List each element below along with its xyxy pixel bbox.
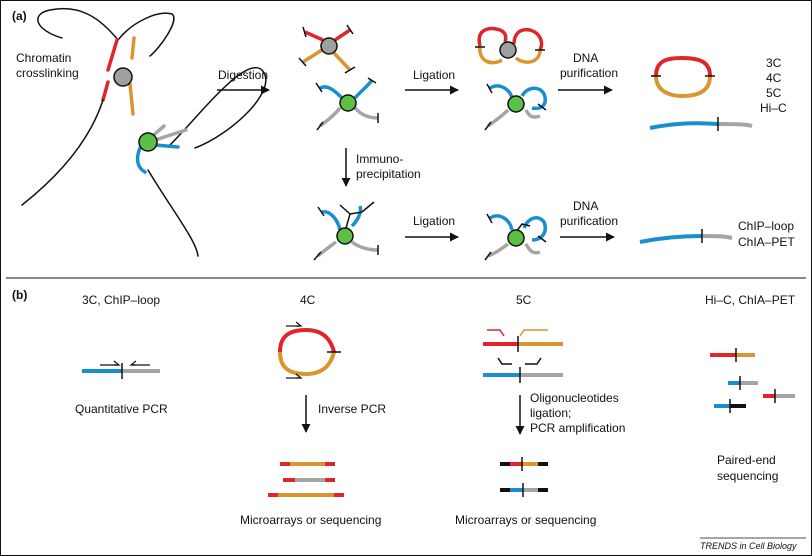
digested-green-complex <box>315 77 379 131</box>
immunoprecipitation-label-1: Immuno- <box>356 152 403 166</box>
dna-purification-bottom-label-1: DNA <box>573 199 598 213</box>
red-fragment-left <box>106 38 119 72</box>
col4-caption-1: Paired-end <box>717 453 776 467</box>
col2-caption: Microarrays or sequencing <box>240 513 381 527</box>
purified-circle <box>651 55 715 99</box>
digested-gray-node <box>320 37 338 55</box>
digested-gray-complex <box>298 24 356 74</box>
dna-purification-top-label-2: purification <box>560 66 618 80</box>
ligated-gray-complex <box>475 26 545 65</box>
digestion-label: Digestion <box>218 68 268 82</box>
ligation-bottom-label: Ligation <box>413 214 455 228</box>
5c-products <box>500 457 548 497</box>
gray-protein-node <box>113 67 133 87</box>
orange-fragment-upper <box>130 36 136 60</box>
ligated-antibody-green-node <box>507 229 525 247</box>
col4-caption-2: sequencing <box>717 469 778 483</box>
purified-bottom-fragment <box>639 229 733 244</box>
method-chia-pet: ChIA–PET <box>738 235 795 249</box>
method-4c: 4C <box>766 71 782 85</box>
chromatin-label-2: crosslinking <box>16 66 79 80</box>
method-5c: 5C <box>766 86 782 100</box>
ligated-gray-node <box>499 41 517 59</box>
col3-step-3: PCR amplification <box>530 421 625 435</box>
green-protein-node <box>138 132 158 152</box>
antibody-bound-complex <box>313 201 379 261</box>
panel-a-label: (a) <box>12 9 27 23</box>
chromatin-right-loop <box>169 67 267 149</box>
col4-title: Hi–C, ChIA–PET <box>705 293 796 307</box>
col3-title: 5C <box>516 293 532 307</box>
ligation-top-label: Ligation <box>413 68 455 82</box>
inverse-pcr-circle <box>278 321 341 379</box>
qpcr-fragment <box>82 360 160 379</box>
ligated-green-complex <box>484 83 547 131</box>
method-hic: Hi–C <box>760 101 787 115</box>
footer-credit: TRENDS in Cell Biology <box>700 541 797 551</box>
method-3c: 3C <box>766 56 782 70</box>
chromatin-label-1: Chromatin <box>16 51 71 65</box>
col3-step-1: Oligonucleotides <box>530 391 619 405</box>
red-fragment-lower <box>101 80 110 102</box>
blue-fragment-right <box>153 143 180 149</box>
antibody-green-node <box>336 227 354 245</box>
orange-fragment-lower <box>128 82 135 116</box>
col2-step: Inverse PCR <box>318 402 386 416</box>
col1-title: 3C, ChIP–loop <box>82 293 160 307</box>
col3-step-2: ligation; <box>530 406 571 420</box>
5c-fragments <box>483 329 563 383</box>
col2-title: 4C <box>300 293 316 307</box>
chromatin-bottom-strand <box>147 169 199 257</box>
col1-caption: Quantitative PCR <box>75 402 168 416</box>
col3-caption: Microarrays or sequencing <box>455 513 596 527</box>
gray-fragment-right <box>153 128 188 142</box>
chromatin-top-loop <box>37 7 119 41</box>
ligated-green-node <box>507 95 525 113</box>
pcr-product-bars <box>268 462 344 497</box>
chromatin-crosslink-structure <box>21 7 267 257</box>
method-chip-loop: ChIP–loop <box>738 219 794 233</box>
chromatin-strand-upper <box>117 12 175 57</box>
chromatin-lower-strand <box>21 99 104 206</box>
dna-purification-top-label-1: DNA <box>573 51 598 65</box>
paired-end-fragments <box>710 348 795 413</box>
immunoprecipitation-label-2: precipitation <box>356 167 421 181</box>
blue-fragment-left <box>135 146 147 174</box>
dna-purification-bottom-label-2: purification <box>560 214 618 228</box>
digested-green-node <box>339 94 357 112</box>
panel-b-label: (b) <box>12 288 27 302</box>
purified-linear-fragment <box>649 117 753 131</box>
ligated-antibody-complex <box>484 213 547 261</box>
